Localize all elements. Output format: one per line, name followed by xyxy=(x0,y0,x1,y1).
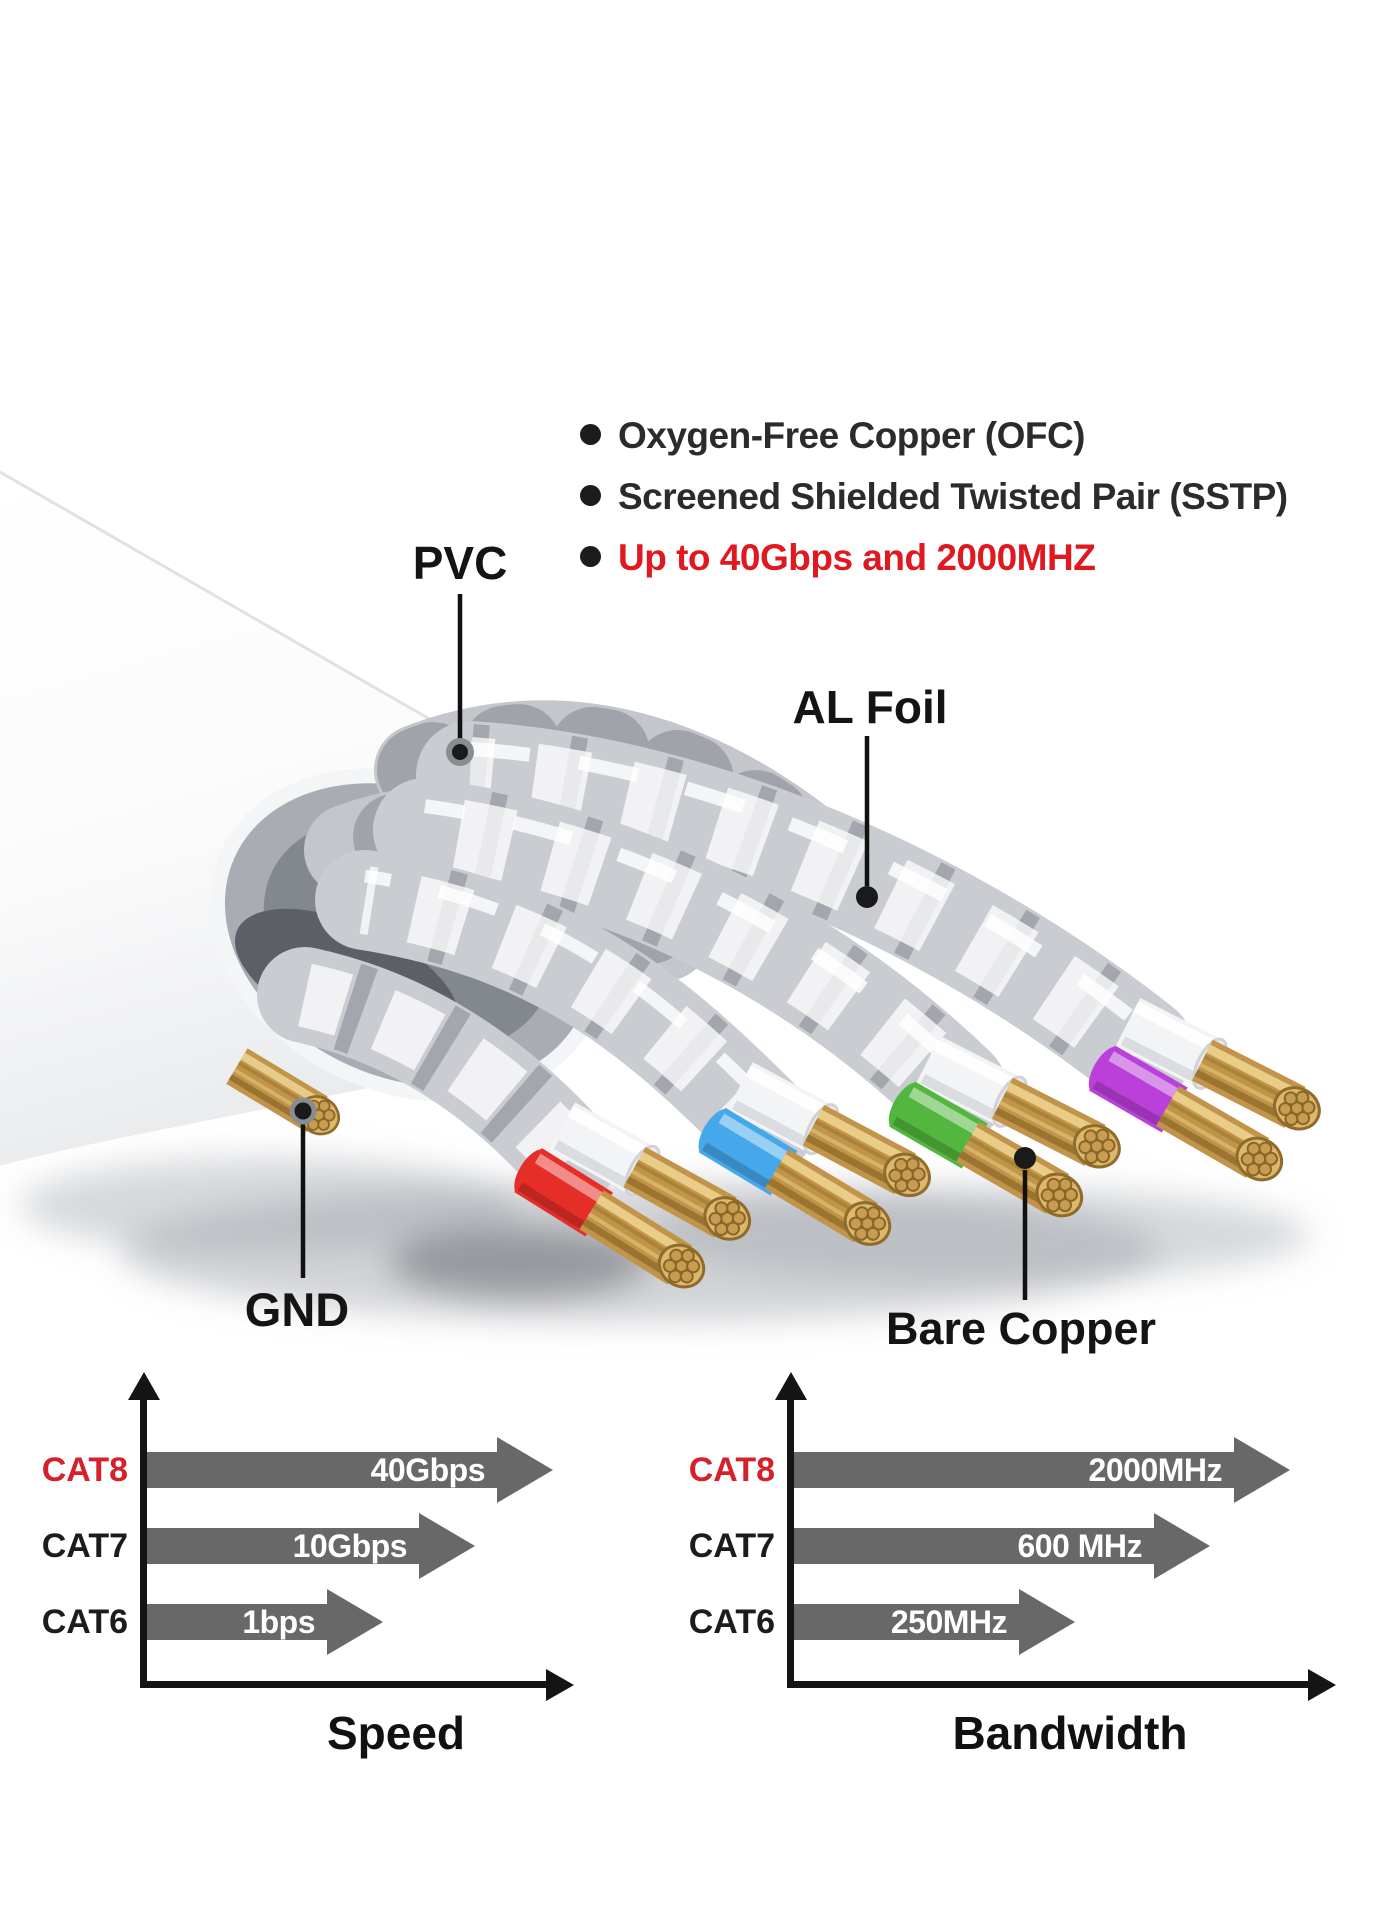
feature-item: Up to 40Gbps and 2000MHZ xyxy=(580,536,1288,580)
speed-chart-title: Speed xyxy=(326,1707,466,1759)
bare-copper-label: Bare Copper xyxy=(885,1303,1157,1354)
bar-value-label: 2000MHz xyxy=(1088,1451,1223,1488)
bar-row: 10Gbps xyxy=(147,1513,475,1579)
bar: 40Gbps xyxy=(147,1452,497,1488)
bar-arrowhead-icon xyxy=(497,1437,553,1503)
feature-list: Oxygen-Free Copper (OFC) Screened Shield… xyxy=(580,414,1288,597)
bar-row: 40Gbps xyxy=(147,1437,553,1503)
bar-arrowhead-icon xyxy=(1019,1589,1075,1655)
bar-arrowhead-icon xyxy=(327,1589,383,1655)
category-label-cat7: CAT7 xyxy=(688,1527,775,1565)
axis-arrow-icon xyxy=(1308,1669,1336,1701)
bar-arrowhead-icon xyxy=(1234,1437,1290,1503)
feature-item: Screened Shielded Twisted Pair (SSTP) xyxy=(580,475,1288,519)
al-foil-label: AL Foil xyxy=(792,681,948,733)
category-label-cat7: CAT7 xyxy=(41,1527,128,1565)
bar-row: 250MHz xyxy=(794,1589,1075,1655)
category-label-cat8: CAT8 xyxy=(688,1451,775,1489)
category-label-cat8: CAT8 xyxy=(41,1451,128,1489)
bar-value-label: 40Gbps xyxy=(370,1451,486,1488)
feature-item: Oxygen-Free Copper (OFC) xyxy=(580,414,1288,458)
bar-row: 1bps xyxy=(147,1589,383,1655)
bar-row: 600 MHz xyxy=(794,1513,1210,1579)
bar: 1bps xyxy=(147,1604,327,1640)
bar-value-label: 10Gbps xyxy=(292,1527,408,1564)
feature-text: Oxygen-Free Copper (OFC) xyxy=(618,415,1086,456)
callout-lines xyxy=(300,594,1028,1300)
feature-text: Up to 40Gbps and 2000MHZ xyxy=(618,537,1096,578)
speed-x-axis xyxy=(140,1681,548,1688)
bar-arrowhead-icon xyxy=(1154,1513,1210,1579)
bar-arrowhead-icon xyxy=(419,1513,475,1579)
feature-text: Screened Shielded Twisted Pair (SSTP) xyxy=(618,476,1288,517)
bullet-icon xyxy=(580,424,601,445)
foil-twisted-pairs xyxy=(257,721,1326,1295)
bandwidth-y-axis xyxy=(787,1395,794,1685)
speed-y-axis xyxy=(140,1395,147,1685)
bar: 250MHz xyxy=(794,1604,1019,1640)
category-label-cat6: CAT6 xyxy=(41,1603,128,1641)
bar: 2000MHz xyxy=(794,1452,1234,1488)
bandwidth-chart-title: Bandwidth xyxy=(952,1707,1188,1759)
bullet-icon xyxy=(580,546,601,567)
bar-value-label: 600 MHz xyxy=(1017,1527,1142,1564)
gnd-label: GND xyxy=(244,1283,350,1336)
bullet-icon xyxy=(580,485,601,506)
axis-arrow-icon xyxy=(775,1372,807,1400)
bar: 600 MHz xyxy=(794,1528,1154,1564)
bar-row: 2000MHz xyxy=(794,1437,1290,1503)
axis-arrow-icon xyxy=(128,1372,160,1400)
bandwidth-x-axis xyxy=(787,1681,1310,1688)
callout-dots xyxy=(289,738,1036,1169)
axis-arrow-icon xyxy=(546,1669,574,1701)
bar: 10Gbps xyxy=(147,1528,419,1564)
bar-value-label: 250MHz xyxy=(890,1603,1008,1640)
category-label-cat6: CAT6 xyxy=(688,1603,775,1641)
bar-value-label: 1bps xyxy=(242,1603,315,1640)
pvc-label: PVC xyxy=(412,537,508,589)
